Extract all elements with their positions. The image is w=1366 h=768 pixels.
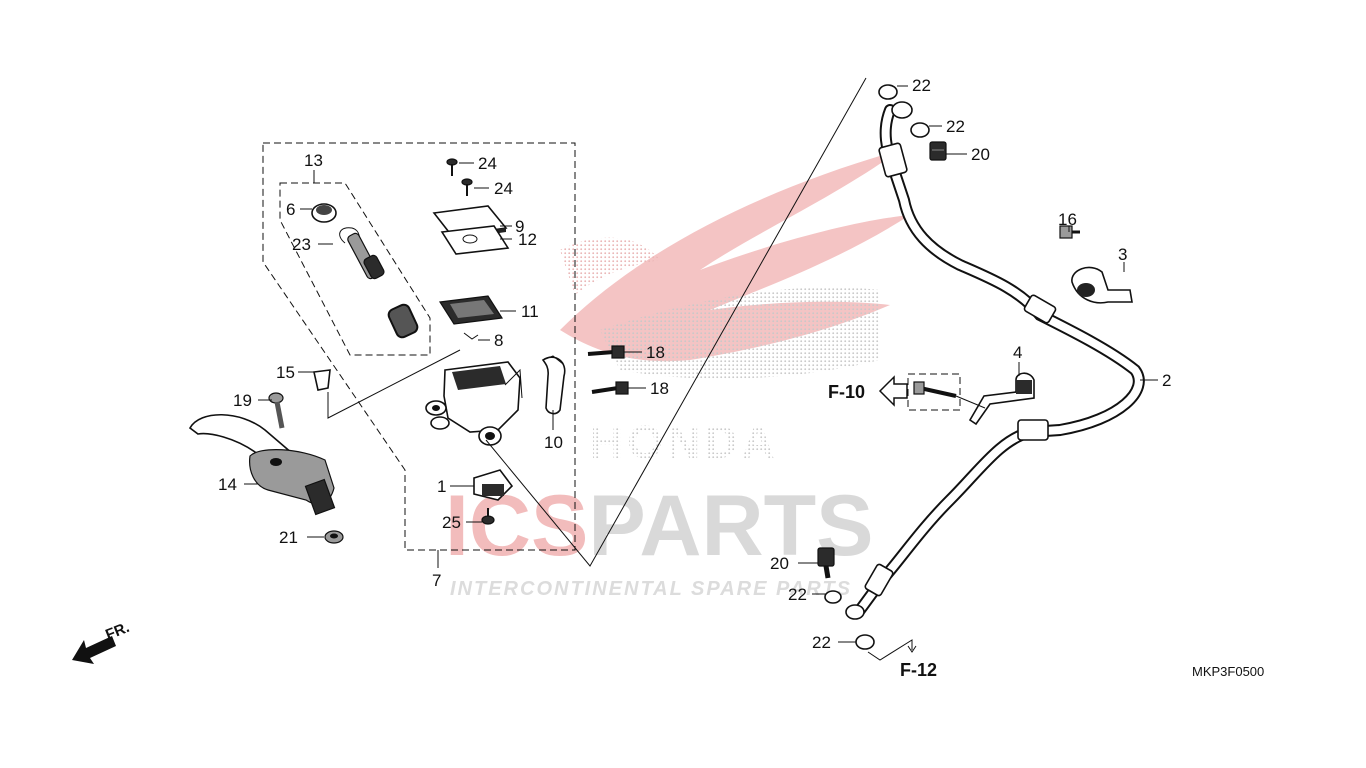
callout-20-a: 20 xyxy=(971,145,990,164)
callout-22-a: 22 xyxy=(912,76,931,95)
callout-4: 4 xyxy=(1013,343,1022,362)
callout-15: 15 xyxy=(276,363,295,382)
part-spring xyxy=(387,303,419,339)
callout-24-b: 24 xyxy=(494,179,513,198)
leader-lines xyxy=(244,85,1158,643)
front-direction-label: FR. xyxy=(103,619,132,644)
part-10-holder xyxy=(541,355,566,415)
part-6-boot xyxy=(311,203,337,223)
callout-8: 8 xyxy=(494,331,503,350)
part-4-hose-bracket xyxy=(968,372,1035,426)
f10-bolt-frame xyxy=(907,373,961,411)
part-22-washer-a xyxy=(878,84,898,100)
part-2-brake-hose xyxy=(845,101,1145,620)
reference-f12: F-12 xyxy=(900,660,937,680)
part-20-bolt-b xyxy=(817,547,835,579)
callout-19: 19 xyxy=(233,391,252,410)
part-22-washer-d xyxy=(855,634,875,650)
wing-gear xyxy=(560,237,660,295)
part-18-bolt-b xyxy=(591,381,629,395)
callout-12: 12 xyxy=(518,230,537,249)
svg-text:ICSPARTS: ICSPARTS xyxy=(445,478,873,574)
f10-bolt xyxy=(913,381,957,398)
callout-22-c: 22 xyxy=(788,585,807,604)
watermark-brand-left: ICS xyxy=(445,478,588,574)
ics-watermark: ICSPARTS INTERCONTINENTAL SPARE PARTS xyxy=(445,478,873,600)
callout-9: 9 xyxy=(515,217,524,236)
part-19-pivot-bolt xyxy=(268,392,285,429)
callout-3: 3 xyxy=(1118,245,1127,264)
part-8-clip xyxy=(463,332,479,340)
part-22-washer-b xyxy=(910,122,930,138)
callout-18-b: 18 xyxy=(650,379,669,398)
master-cylinder-body xyxy=(425,361,523,446)
callout-18-a: 18 xyxy=(646,343,665,362)
callout-7: 7 xyxy=(432,571,441,590)
callout-labels: 13 6 23 24 24 9 12 11 8 15 19 14 21 1 25… xyxy=(218,76,1171,652)
callout-13: 13 xyxy=(304,151,323,170)
callout-2: 2 xyxy=(1162,371,1171,390)
part-15-bushing xyxy=(313,369,331,391)
part-3-hose-clamp xyxy=(1071,266,1133,304)
callout-21: 21 xyxy=(279,528,298,547)
callout-22-d: 22 xyxy=(812,633,831,652)
callout-16: 16 xyxy=(1058,210,1077,229)
watermark-tagline: INTERCONTINENTAL SPARE PARTS xyxy=(450,578,852,600)
part-piston xyxy=(347,232,385,280)
part-25-screw xyxy=(481,508,495,525)
part-14-brake-lever xyxy=(188,413,336,516)
callout-1: 1 xyxy=(437,477,446,496)
wing-dots xyxy=(600,287,880,379)
callout-14: 14 xyxy=(218,475,237,494)
part-22-washer-c xyxy=(824,590,842,604)
part-20-bolt-a xyxy=(929,141,947,161)
part-1-switch xyxy=(473,469,514,501)
callout-11: 11 xyxy=(521,302,539,321)
callout-25: 25 xyxy=(442,513,461,532)
callout-6: 6 xyxy=(286,200,295,219)
callout-22-b: 22 xyxy=(946,117,965,136)
part-24-screw-a xyxy=(446,158,458,176)
part-24-screw-b xyxy=(461,178,473,196)
f10-arrow-icon xyxy=(878,375,908,407)
part-12-plate xyxy=(440,225,510,255)
callout-23: 23 xyxy=(292,235,311,254)
callout-20-b: 20 xyxy=(770,554,789,573)
assembly-frame-7 xyxy=(262,142,576,551)
reference-f10: F-10 xyxy=(828,382,865,402)
callout-24-a: 24 xyxy=(478,154,497,173)
diagram-code: MKP3F0500 xyxy=(1192,664,1264,679)
part-18-bolt-a xyxy=(587,345,625,359)
callout-10: 10 xyxy=(544,433,563,452)
part-21-nut xyxy=(324,530,344,544)
watermark-honda: HONDA xyxy=(590,416,779,468)
honda-wing-logo: HONDA xyxy=(560,150,910,468)
front-direction-arrow-icon xyxy=(72,636,116,664)
